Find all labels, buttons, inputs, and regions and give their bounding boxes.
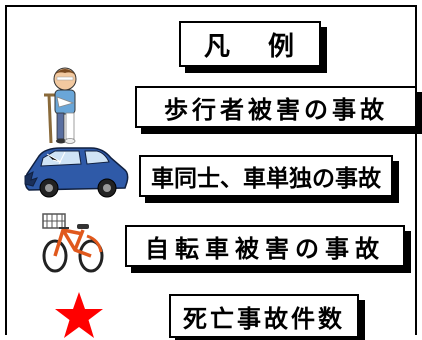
red-star-icon	[55, 292, 103, 338]
crashed-car-icon	[24, 147, 129, 198]
legend-item-bicycle: 自転車被害の事故	[125, 225, 405, 267]
bicycle-icon	[42, 213, 104, 273]
legend-item-fatal-count: 死亡事故件数	[169, 294, 359, 338]
legend-title-char-2: 例	[268, 31, 297, 62]
legend-title: 凡 例	[179, 21, 321, 67]
legend-item-pedestrian: 歩行者被害の事故	[135, 86, 417, 128]
legend-frame: 凡 例 歩行者被害の事故 車同士、車単独の事故	[5, 5, 417, 338]
legend-title-char-1: 凡	[203, 31, 232, 62]
legend-item-car: 車同士、車単独の事故	[139, 155, 393, 197]
injured-pedestrian-icon	[44, 67, 77, 144]
